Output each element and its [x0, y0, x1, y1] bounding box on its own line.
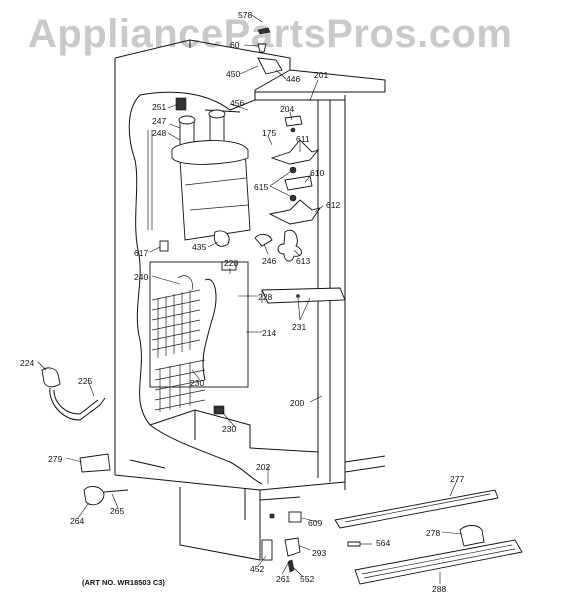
label-450: 450	[226, 69, 240, 79]
label-452: 452	[250, 564, 264, 574]
part-labels: 578 60 450 446 201 456 251 204 247 175 6…	[20, 10, 464, 594]
label-279: 279	[48, 454, 62, 464]
label-230-upper: 230	[190, 378, 204, 388]
watermark-text: AppliancePartsPros.com	[28, 12, 513, 56]
label-278: 278	[426, 528, 440, 538]
label-200: 200	[290, 398, 304, 408]
label-446: 446	[286, 74, 300, 84]
label-564: 564	[376, 538, 390, 548]
label-609: 609	[308, 518, 322, 528]
label-246: 246	[262, 256, 276, 266]
label-202: 202	[256, 462, 270, 472]
label-612: 612	[326, 200, 340, 210]
label-456: 456	[230, 98, 244, 108]
label-264: 264	[70, 516, 84, 526]
label-228: 228	[258, 292, 272, 302]
label-611: 611	[296, 134, 310, 144]
label-230-lower: 230	[222, 424, 236, 434]
label-220: 220	[224, 258, 238, 268]
label-610: 610	[310, 168, 324, 178]
label-277: 277	[450, 474, 464, 484]
label-225: 225	[78, 376, 92, 386]
label-247: 247	[152, 116, 166, 126]
label-552: 552	[300, 574, 314, 584]
label-204: 204	[280, 104, 294, 114]
label-613: 613	[296, 256, 310, 266]
label-214: 214	[262, 328, 276, 338]
label-615: 615	[254, 182, 268, 192]
label-60: 60	[230, 40, 240, 50]
label-578: 578	[238, 10, 252, 20]
label-261: 261	[276, 574, 290, 584]
leader-lines	[37, 14, 463, 584]
left-side-parts	[41, 367, 129, 506]
label-251: 251	[152, 102, 166, 112]
label-617: 617	[134, 248, 148, 258]
label-293: 293	[312, 548, 326, 558]
label-240: 240	[134, 272, 148, 282]
label-288: 288	[432, 584, 446, 594]
art-number: (ART NO. WR18503 C3)	[82, 578, 165, 587]
label-265: 265	[110, 506, 124, 516]
bottom-parts	[261, 489, 523, 585]
label-248: 248	[152, 128, 166, 138]
label-224: 224	[20, 358, 34, 368]
freezer-liner	[128, 91, 319, 485]
evaporator-coil	[149, 261, 249, 415]
label-201: 201	[314, 70, 328, 80]
label-231: 231	[292, 322, 306, 332]
evaporator-fan-housing	[147, 97, 251, 252]
label-175: 175	[262, 128, 276, 138]
fan-and-brackets	[254, 27, 346, 304]
cabinet-shell	[114, 39, 386, 561]
label-435: 435	[192, 242, 206, 252]
